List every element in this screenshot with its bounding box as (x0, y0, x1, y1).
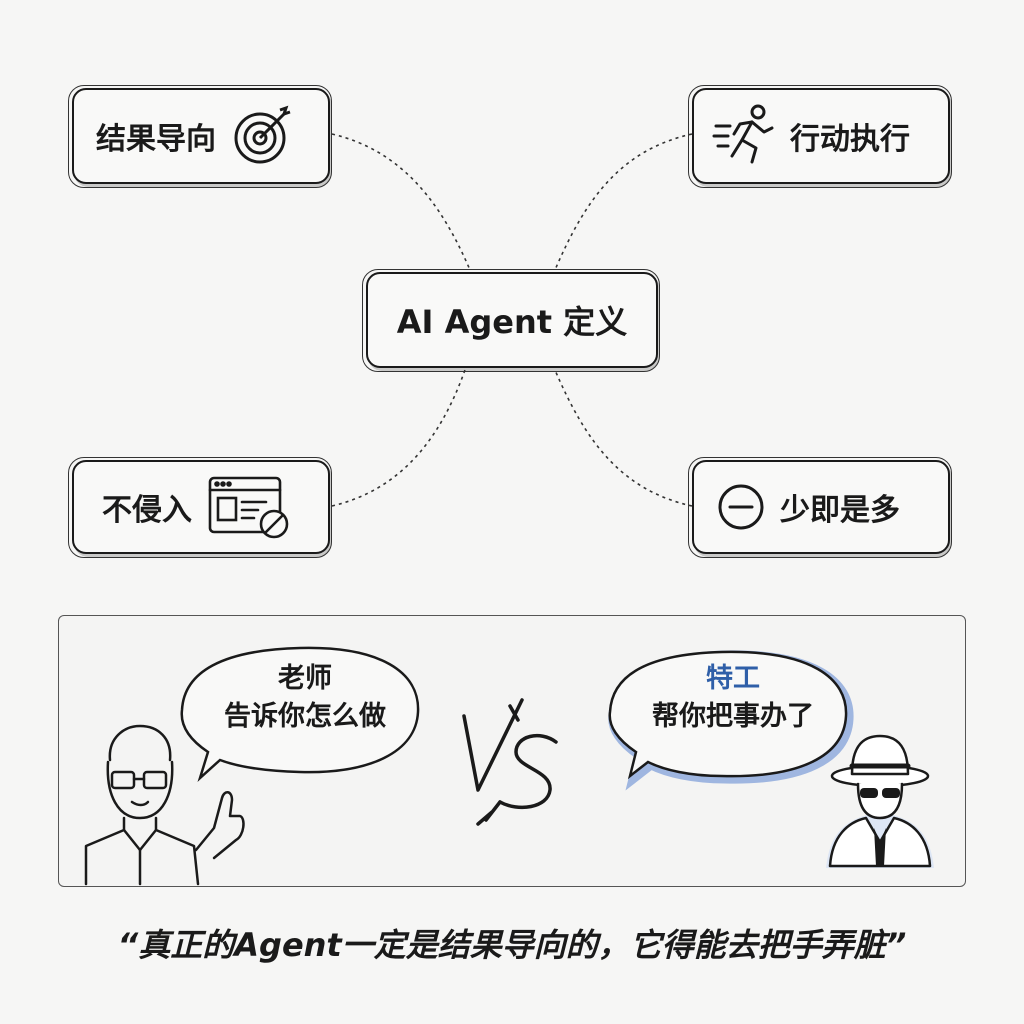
spy-agent-icon (826, 734, 934, 868)
node-non-invasive: 不侵入 (68, 457, 332, 558)
browser-blocked-icon (208, 476, 289, 539)
teacher-subtitle: 告诉你怎么做 (224, 701, 386, 732)
running-person-icon (712, 104, 774, 164)
node-noninvasive-label: 不侵入 (102, 493, 192, 528)
node-less-label: 少即是多 (780, 493, 900, 528)
node-result-label: 结果导向 (96, 122, 216, 157)
teacher-bubble-text: 老师 告诉你怎么做 (190, 660, 420, 736)
teacher-person-icon (84, 724, 245, 886)
bottom-quote: “真正的Agent一定是结果导向的，它得能去把手弄脏” (117, 926, 907, 964)
node-action-execution: 行动执行 (688, 85, 952, 188)
agent-subtitle: 帮你把事办了 (652, 701, 814, 732)
center-title: AI Agent 定义 (396, 303, 628, 341)
connector-action (554, 133, 693, 271)
teacher-title: 老师 (278, 663, 332, 694)
agent-bubble-text: 特工 帮你把事办了 (608, 660, 858, 736)
agent-speech-bubble (608, 650, 854, 791)
teacher-speech-bubble (180, 646, 420, 782)
node-action-label: 行动执行 (790, 122, 910, 157)
vs-scribble-icon (462, 698, 558, 826)
target-icon (234, 105, 291, 164)
connector-less (554, 369, 693, 507)
minus-circle-icon (718, 484, 764, 530)
agent-title: 特工 (706, 663, 760, 694)
